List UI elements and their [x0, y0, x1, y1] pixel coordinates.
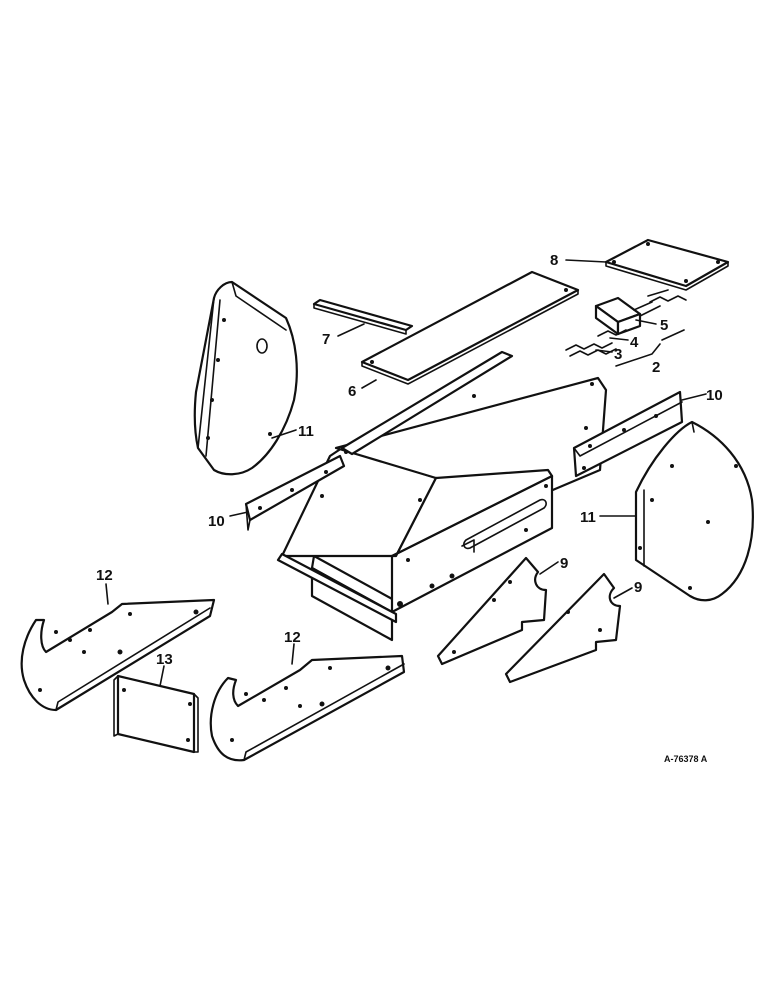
part-12-right-rail: [209, 654, 406, 762]
callout-11-right: 11: [580, 509, 596, 526]
part-8-cover-plate: [604, 238, 730, 291]
callout-labels: 8 5 4 3 2 7 6 10 11 10 11 9 9 12 12 13 A…: [96, 252, 723, 764]
part-11-left-shield: [193, 280, 298, 476]
callout-3: 3: [614, 346, 622, 363]
part-12-left-rail: [20, 598, 216, 712]
leader-lines: [105, 259, 707, 687]
part-9-gusset-right: [504, 572, 622, 684]
callout-9-left: 9: [560, 555, 568, 572]
part-6-top-plate: [360, 270, 580, 385]
main-conveyor-housing: [276, 350, 608, 642]
callout-7: 7: [322, 331, 330, 348]
callout-10-left: 10: [208, 513, 225, 530]
reference-code: A-76378 A: [664, 754, 708, 764]
callout-2: 2: [652, 359, 660, 376]
part-13-bracket-plate: [113, 674, 199, 754]
callout-5: 5: [660, 317, 668, 334]
callout-4: 4: [630, 334, 639, 351]
part-5-guide-block: [594, 289, 669, 336]
callout-11-left: 11: [298, 423, 314, 440]
callout-12-right: 12: [284, 629, 301, 646]
callout-13: 13: [156, 651, 173, 668]
callout-10-right: 10: [706, 387, 723, 404]
callout-9-right: 9: [634, 579, 642, 596]
part-10-right-bracket: [572, 390, 684, 478]
part-3-4-chain: [565, 295, 687, 357]
callout-8: 8: [550, 252, 558, 269]
part-7-strip: [312, 298, 414, 335]
callout-12-left: 12: [96, 567, 113, 584]
callout-6: 6: [348, 383, 356, 400]
part-9-gusset-left: [436, 556, 548, 666]
part-11-right-shield: [634, 420, 754, 602]
